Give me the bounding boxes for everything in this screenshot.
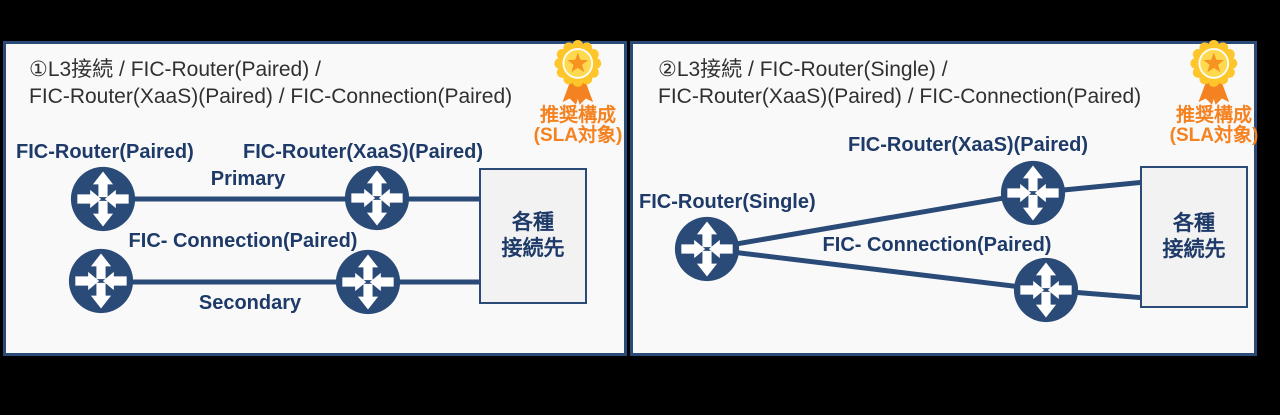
network-diagram-2	[674, 160, 1146, 323]
connection-paired-label: FIC- Connection(Paired)	[128, 230, 358, 252]
badge-text-line2: (SLA対象)	[1169, 125, 1259, 146]
panel1-title-line2: FIC-Router(XaaS)(Paired) / FIC-Connectio…	[29, 85, 513, 108]
panel-config-2: ②L3接続 / FIC-Router(Single) / FIC-Router(…	[630, 40, 1258, 356]
recommended-badge: 推奨構成 (SLA対象)	[1166, 40, 1262, 146]
router-icon	[335, 249, 401, 315]
router-icon	[70, 166, 136, 232]
connection-paired-label: FIC- Connection(Paired)	[822, 234, 1052, 256]
router-icon	[344, 165, 410, 231]
router-icon	[1013, 257, 1079, 323]
badge-text-line1: 推奨構成	[1175, 105, 1252, 126]
fic-router-paired-label: FIC-Router(Paired)	[16, 141, 194, 163]
panel1-title: ①L3接続 / FIC-Router(Paired) / FIC-Router(…	[29, 56, 512, 110]
destination-box-line1: 各種	[1173, 212, 1215, 235]
medal-icon	[1189, 40, 1239, 105]
router-icon	[1000, 160, 1066, 226]
panel2-title-line1: ②L3接続 / FIC-Router(Single) /	[658, 58, 948, 81]
medal-icon	[553, 40, 603, 105]
panel-config-1: ①L3接続 / FIC-Router(Paired) / FIC-Router(…	[3, 40, 627, 356]
router-icon	[674, 216, 740, 282]
network-diagram-1	[68, 165, 484, 315]
fic-router-single-label: FIC-Router(Single)	[639, 191, 816, 213]
primary-label: Primary	[210, 168, 286, 190]
badge-text-line2: (SLA対象)	[533, 125, 623, 146]
panel2-title-line2: FIC-Router(XaaS)(Paired) / FIC-Connectio…	[658, 85, 1142, 108]
secondary-label: Secondary	[198, 292, 302, 314]
destination-box-line2: 接続先	[501, 237, 565, 260]
destination-box-line2: 接続先	[1162, 238, 1226, 261]
fic-router-xaas-label: FIC-Router(XaaS)(Paired)	[243, 141, 484, 163]
router-icon	[68, 248, 134, 314]
fic-router-xaas-label: FIC-Router(XaaS)(Paired)	[848, 134, 1089, 156]
panel2-title: ②L3接続 / FIC-Router(Single) / FIC-Router(…	[658, 56, 1141, 110]
recommended-badge: 推奨構成 (SLA対象)	[530, 40, 626, 146]
destination-box: 各種 接続先	[479, 168, 587, 304]
panel1-title-line1: ①L3接続 / FIC-Router(Paired) /	[29, 58, 321, 81]
badge-text-line1: 推奨構成	[539, 105, 616, 126]
destination-box-line1: 各種	[512, 211, 554, 234]
destination-box: 各種 接続先	[1140, 166, 1248, 308]
